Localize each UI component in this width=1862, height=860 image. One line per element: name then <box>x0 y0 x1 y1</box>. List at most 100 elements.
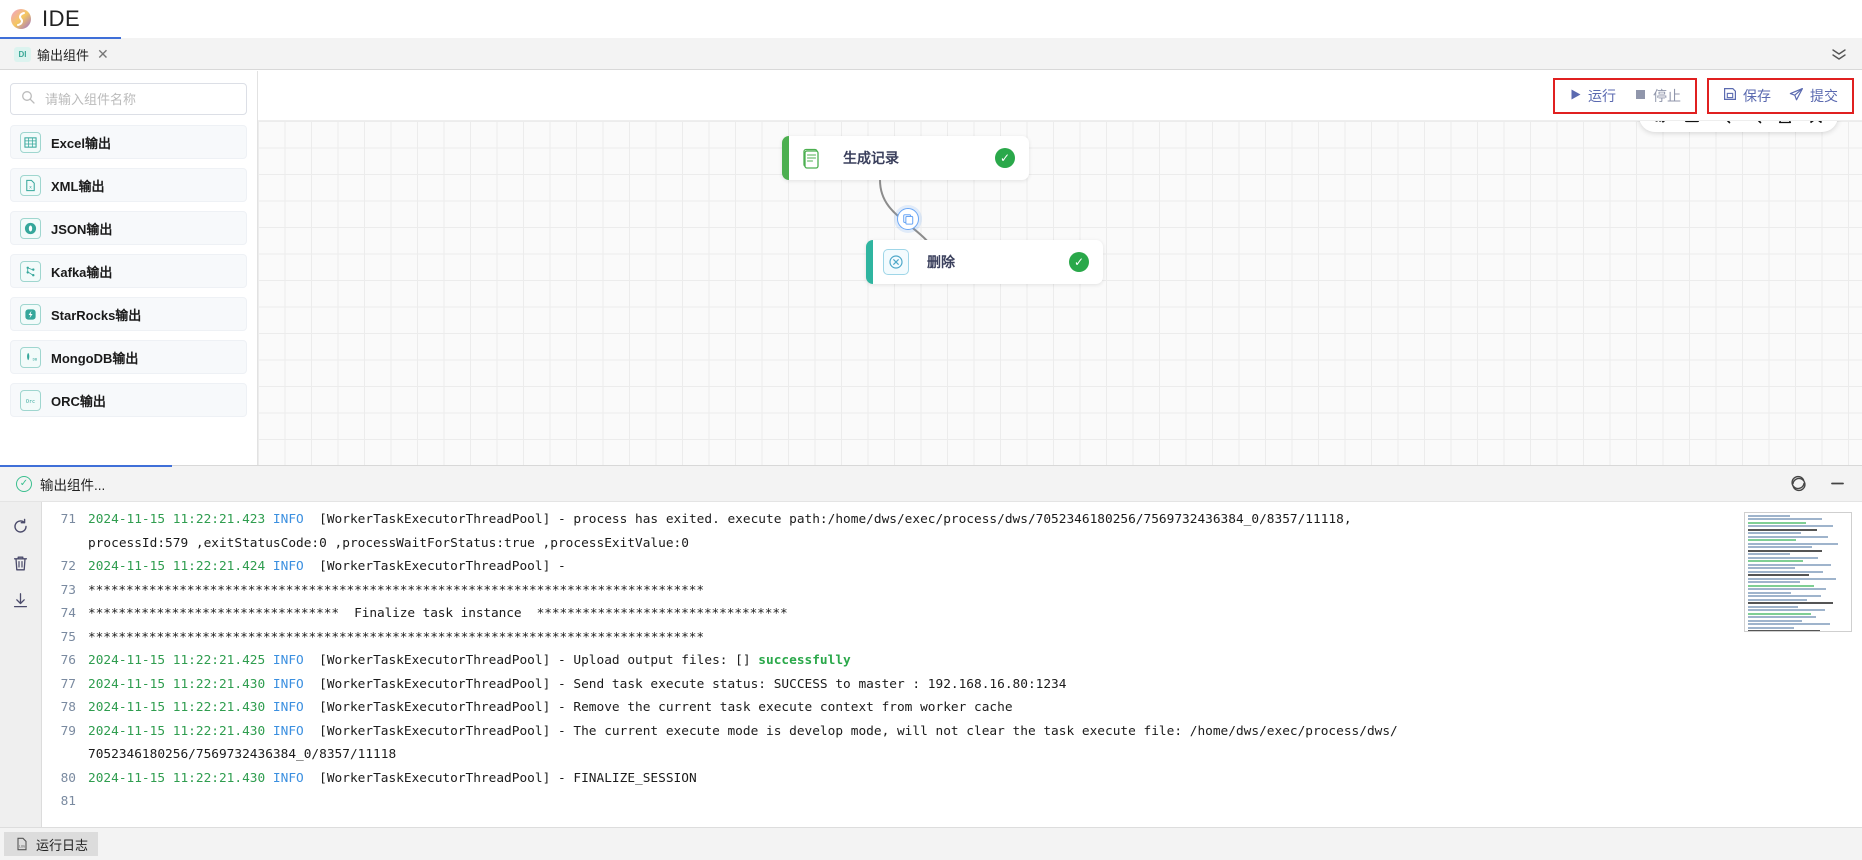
component-sidebar: Excel输出 x XML输出 JSON输出 Kafka输出 <box>0 71 258 465</box>
orc-icon: Orc <box>20 389 41 411</box>
minimap-line <box>1748 581 1800 583</box>
component-item-kafka[interactable]: Kafka输出 <box>10 254 247 288</box>
minimize-icon[interactable] <box>1829 475 1846 492</box>
submit-label: 提交 <box>1810 87 1838 104</box>
mongodb-leaf-icon: DB <box>20 346 41 368</box>
close-icon[interactable]: ✕ <box>97 46 109 62</box>
kafka-nodes-icon <box>20 260 41 282</box>
stop-square-icon <box>1634 88 1647 104</box>
minimap-line <box>1748 595 1822 597</box>
component-label: JSON输出 <box>51 221 113 237</box>
status-bar-item-run-log[interactable]: LOG 运行日志 <box>4 832 99 856</box>
log-minimap[interactable] <box>1744 512 1852 632</box>
log-line-text: 2024-11-15 11:22:21.425 INFO [WorkerTask… <box>88 653 851 668</box>
minimap-line <box>1748 514 1791 517</box>
component-item-xml[interactable]: x XML输出 <box>10 168 247 202</box>
refresh-icon[interactable] <box>1790 475 1807 492</box>
component-item-excel[interactable]: Excel输出 <box>10 125 247 159</box>
component-item-starrocks[interactable]: StarRocks输出 <box>10 297 247 331</box>
log-line-text: ****************************************… <box>88 582 704 598</box>
minimap-line <box>1748 626 1794 629</box>
svg-text:Orc: Orc <box>26 398 35 404</box>
log-line-number: 81 <box>60 794 76 809</box>
log-header-actions <box>1790 475 1846 492</box>
app-logo-icon <box>8 6 34 32</box>
check-circle-icon: ✓ <box>995 148 1015 168</box>
log-line-number: 77 <box>60 676 76 692</box>
log-line-number: 71 <box>60 512 76 527</box>
tab-output-component[interactable]: DI 输出组件 ✕ <box>0 37 121 69</box>
run-label: 运行 <box>1588 87 1616 104</box>
stop-label: 停止 <box>1653 87 1681 104</box>
title-bar: IDE <box>0 0 1862 38</box>
search-input[interactable] <box>43 90 236 108</box>
minimap-line <box>1748 616 1816 618</box>
log-line-text: 2024-11-15 11:22:21.430 INFO [WorkerTask… <box>88 770 697 786</box>
minimap-line <box>1748 549 1823 552</box>
save-button[interactable]: 保存 <box>1716 83 1778 109</box>
status-bar: LOG 运行日志 <box>0 827 1862 860</box>
download-icon[interactable] <box>12 592 29 609</box>
component-item-json[interactable]: JSON输出 <box>10 211 247 245</box>
log-line: 74********************************* Fina… <box>42 602 1862 626</box>
check-circle-outline-icon: ✓ <box>16 475 32 492</box>
tab-label: 输出组件 <box>37 47 90 63</box>
component-label: Kafka输出 <box>51 264 113 280</box>
flow-canvas[interactable]: 生成记录 ✓ 删除 ✓ <box>258 71 1862 465</box>
chevron-double-down-icon[interactable] <box>1830 47 1848 64</box>
log-line-text: ********************************* Finali… <box>88 606 788 621</box>
component-label: ORC输出 <box>51 393 106 409</box>
minimap-line <box>1748 609 1826 611</box>
svg-text:x: x <box>29 185 32 190</box>
check-circle-icon: ✓ <box>1069 252 1089 272</box>
flow-node-generate-record[interactable]: 生成记录 ✓ <box>782 136 1029 180</box>
editor-toolbar: 运行 停止 保存 提交 <box>258 71 1862 121</box>
component-item-orc[interactable]: Orc ORC输出 <box>10 383 247 417</box>
copy-node-icon[interactable] <box>897 208 919 230</box>
flow-node-delete[interactable]: 删除 ✓ <box>866 240 1103 284</box>
search-box[interactable] <box>10 83 247 115</box>
minimap-line <box>1748 567 1795 569</box>
component-item-mongodb[interactable]: DB MongoDB输出 <box>10 340 247 374</box>
log-panel: ✓ 输出组件... <box>0 465 1862 828</box>
stop-button[interactable]: 停止 <box>1627 83 1688 109</box>
minimap-line <box>1748 612 1811 615</box>
minimap-line <box>1748 528 1817 531</box>
canvas-grid <box>258 121 1862 465</box>
run-stop-highlight-group: 运行 停止 <box>1553 77 1697 114</box>
app-title: IDE <box>42 6 81 31</box>
minimap-line <box>1748 630 1821 631</box>
minimap-line <box>1748 539 1796 541</box>
log-line-text: ****************************************… <box>88 629 704 645</box>
component-label: Excel输出 <box>51 135 111 151</box>
minimap-line <box>1748 546 1812 548</box>
svg-text:DB: DB <box>33 357 37 361</box>
log-line-number: 72 <box>60 559 76 574</box>
minimap-line <box>1748 623 1830 625</box>
submit-button[interactable]: 提交 <box>1782 83 1845 109</box>
flow-node-label: 生成记录 <box>843 150 899 166</box>
log-line-number: 79 <box>60 723 76 739</box>
refresh-icon[interactable] <box>12 518 29 535</box>
minimap-line <box>1748 605 1798 608</box>
save-label: 保存 <box>1743 87 1771 104</box>
json-circle-icon <box>20 217 41 239</box>
table-grid-icon <box>20 131 41 153</box>
log-panel-header: ✓ 输出组件... <box>0 465 1862 502</box>
run-button[interactable]: 运行 <box>1562 83 1623 109</box>
log-panel-title: 输出组件... <box>40 477 106 493</box>
trash-icon[interactable] <box>12 555 29 572</box>
minimap-line <box>1748 584 1814 587</box>
delete-circle-icon <box>883 249 909 275</box>
log-line-number: 78 <box>60 700 76 715</box>
component-label: XML输出 <box>51 178 105 194</box>
